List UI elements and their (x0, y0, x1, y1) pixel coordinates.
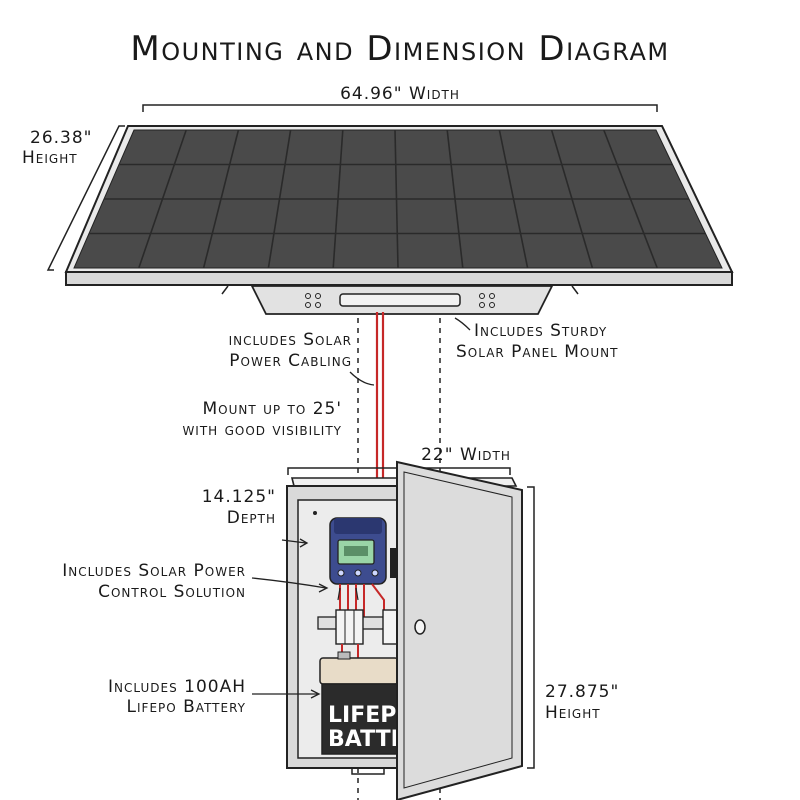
height-label-2: with good visibility (182, 420, 342, 440)
panel-height-label-2: Height (22, 148, 78, 168)
panel-width-bracket (142, 104, 658, 112)
lifepo-battery: LIFEPO BATTER (319, 651, 423, 755)
wiring-din-rail (317, 583, 398, 662)
height-label-1: Mount up to 25' (202, 399, 342, 419)
battery-label-1: Includes 100AH (108, 677, 246, 697)
enclosure-height-bracket (527, 486, 535, 769)
mount-label-2: Solar Panel Mount (456, 342, 618, 362)
enclosure-height-label-2: Height (545, 703, 601, 723)
panel-width-label: 64.96" Width (340, 84, 460, 104)
solar-power-cable (375, 312, 385, 488)
mount-label-1: Includes Sturdy (474, 321, 607, 341)
mount-arrow (454, 317, 471, 331)
depth-label-1: 14.125" (202, 487, 276, 507)
cabling-label-1: includes Solar (229, 330, 352, 350)
cabling-arrow (349, 371, 375, 386)
cabling-label-2: Power Cabling (229, 351, 352, 371)
depth-label-2: Depth (227, 508, 276, 528)
panel-height-label-1: 26.38" (30, 128, 93, 148)
panel-cell-grid (89, 129, 706, 269)
enclosure-door[interactable] (396, 460, 523, 800)
control-arrow (251, 577, 327, 589)
enclosure-width-label: 22" Width (421, 445, 511, 465)
door-latch-icon[interactable] (414, 619, 426, 635)
control-label-2: Control Solution (98, 582, 246, 602)
control-label-1: Includes Solar Power (62, 561, 246, 581)
solar-panel (64, 125, 734, 286)
panel-frame-edge (65, 271, 733, 286)
panel-height-bracket (46, 125, 125, 271)
panel-mount-bracket (221, 285, 579, 315)
depth-arrow (281, 539, 307, 544)
enclosure-height-label-1: 27.875" (545, 682, 619, 702)
charge-controller (329, 517, 397, 585)
diagram-title: Mounting and Dimension Diagram (130, 29, 669, 69)
battery-label-2: Lifepo Battery (127, 697, 246, 717)
